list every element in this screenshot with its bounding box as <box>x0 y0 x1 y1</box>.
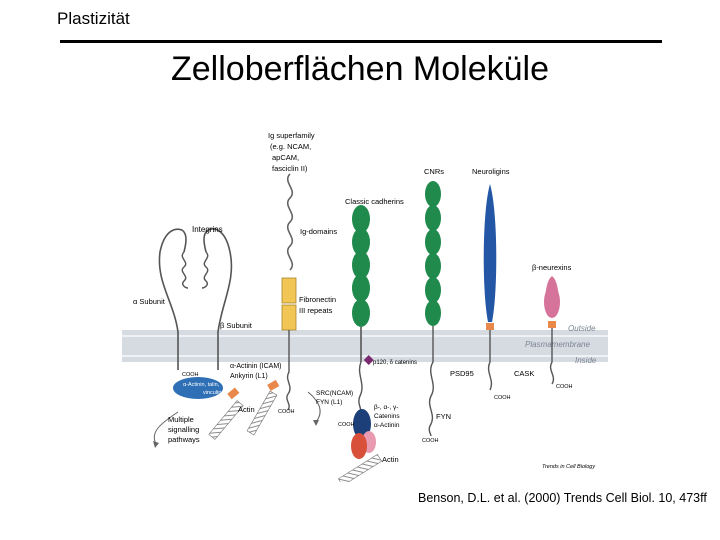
fibronectin-label-2: III repeats <box>299 306 333 315</box>
figure-canvas: Outside Plasmamembrane Inside Integrins … <box>122 131 608 486</box>
ig-superfamily-line-4: fasciclin II) <box>272 164 308 173</box>
catenins-line-3: α-Actinin <box>374 422 400 429</box>
classic-cadherins-label: Classic cadherins <box>345 197 404 206</box>
ig-kinase-line-2: FYN (L1) <box>316 399 342 406</box>
neuroligin-cooh-label: COOH <box>494 395 511 401</box>
slide-title: Zelloberflächen Moleküle <box>171 50 549 88</box>
neurexin-juxtamembrane <box>548 321 556 328</box>
ig-superfamily-line-2: (e.g. NCAM, <box>270 142 311 151</box>
cask-label: CASK <box>514 369 534 378</box>
alpha-subunit-label: α Subunit <box>133 297 166 306</box>
signalling-line-1: Multiple <box>168 415 194 424</box>
ig-superfamily-line-1: Ig superfamily <box>268 131 315 140</box>
fibronectin-repeat-1 <box>281 277 297 304</box>
p120-label: p120, δ catenins <box>373 360 417 366</box>
neurexin-cooh-label: COOH <box>556 384 573 390</box>
ig-superfamily-molecule <box>246 173 321 436</box>
beta-neurexins-label: β-neurexins <box>532 263 572 272</box>
cadherin-cooh-label: COOH <box>338 422 355 428</box>
beta-subunit-label: β Subunit <box>220 321 253 330</box>
inside-label: Inside <box>575 356 597 365</box>
ig-superfamily-line-3: apCAM, <box>272 153 299 162</box>
cnr-molecule <box>425 181 441 437</box>
catenins-line-2: Catenins <box>374 413 400 420</box>
integrin-molecule <box>153 228 244 448</box>
neuroligin-molecule <box>483 184 497 391</box>
integrin-cooh-label: COOH <box>182 372 199 378</box>
psd95-label: PSD95 <box>450 369 474 378</box>
ig-partner-line-2: Ankyrin (L1) <box>230 373 268 380</box>
neuroligins-label: Neuroligins <box>472 167 510 176</box>
neuroligin-juxtamembrane <box>486 323 494 330</box>
cadherin-actin-label: Actin <box>382 455 399 464</box>
signalling-line-3: pathways <box>168 435 200 444</box>
integrin-actin-label: Actin <box>238 405 255 414</box>
p120-catenin-marker <box>363 355 374 365</box>
alpha-catenin <box>351 433 367 459</box>
plasmamembrane-label: Plasmamembrane <box>525 340 590 349</box>
integrins-label: Integrins <box>192 225 223 234</box>
integrin-adapter-bubble <box>173 377 223 399</box>
beta-catenin <box>353 409 371 439</box>
cnrs-label: CNRs <box>424 167 444 176</box>
integrin-actin-filament <box>208 400 244 440</box>
ig-actin-filament <box>246 390 278 436</box>
ig-partner-line-1: α-Actinin (ICAM) <box>230 363 282 370</box>
ig-kinase-line-1: SRC(NCAM) <box>316 390 353 397</box>
beta-neurexin-molecule <box>544 276 560 385</box>
figure-credit: Trends in Cell Biology <box>542 464 596 470</box>
outside-label: Outside <box>568 324 596 333</box>
section-label: Plastizität <box>57 9 130 28</box>
integrin-bubble-line-1: α-Actinin, talin, <box>183 382 220 388</box>
catenins-line-1: β-, α-, γ- <box>374 404 398 411</box>
integrin-bubble-line-2: vinculin <box>203 390 221 396</box>
fibronectin-repeat-2 <box>281 304 297 331</box>
signalling-line-2: signalling <box>168 425 199 434</box>
ig-cooh-label: COOH <box>278 409 295 415</box>
fyn-label: FYN <box>436 412 451 421</box>
ig-domains-label: Ig-domains <box>300 227 337 236</box>
citation: Benson, D.L. et al. (2000) Trends Cell B… <box>418 491 707 505</box>
title-divider <box>60 40 662 43</box>
cell-adhesion-molecules-figure: Outside Plasmamembrane Inside Integrins … <box>120 112 610 486</box>
cnr-cooh-label: COOH <box>422 438 439 444</box>
fibronectin-label-1: Fibronectin <box>299 295 336 304</box>
